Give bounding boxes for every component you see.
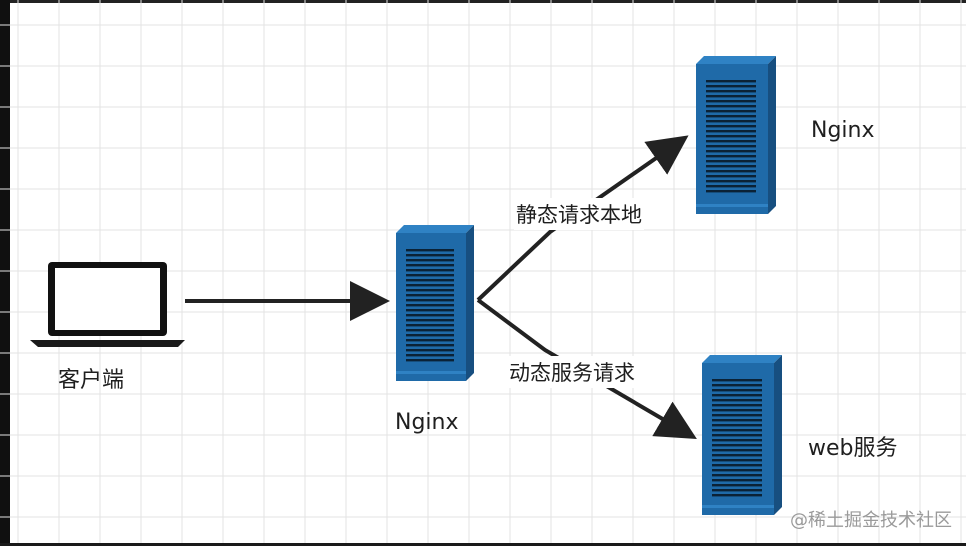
static-request-label: 静态请求本地 bbox=[514, 198, 644, 230]
server-vent bbox=[406, 339, 454, 342]
server-vent bbox=[406, 274, 454, 277]
server-vent bbox=[706, 140, 756, 143]
server-vent bbox=[712, 479, 762, 482]
server-vent bbox=[706, 175, 756, 178]
server-vent bbox=[706, 85, 756, 88]
bottom-server-label: web服务 bbox=[808, 436, 898, 461]
server-icon bbox=[396, 225, 474, 381]
server-vent bbox=[712, 384, 762, 387]
server-vent bbox=[712, 379, 762, 382]
server-vent bbox=[712, 464, 762, 467]
server-vent bbox=[406, 264, 454, 267]
server-vent bbox=[706, 160, 756, 163]
server-base bbox=[396, 371, 466, 374]
server-side-face bbox=[466, 225, 474, 381]
server-vent bbox=[406, 259, 454, 262]
server-icon bbox=[702, 355, 782, 515]
server-vent bbox=[406, 329, 454, 332]
server-vent bbox=[712, 399, 762, 402]
server-vent bbox=[712, 409, 762, 412]
server-vent bbox=[706, 80, 756, 83]
server-side-face bbox=[768, 56, 776, 214]
server-vent bbox=[712, 434, 762, 437]
server-vent bbox=[406, 324, 454, 327]
server-vent bbox=[406, 344, 454, 347]
server-vent bbox=[406, 354, 454, 357]
server-vent bbox=[712, 419, 762, 422]
edge-dynamic-request bbox=[476, 298, 697, 440]
server-vent bbox=[406, 304, 454, 307]
server-vent bbox=[406, 349, 454, 352]
server-vent bbox=[706, 130, 756, 133]
server-vent bbox=[712, 489, 762, 492]
server-vent bbox=[712, 389, 762, 392]
server-front-face bbox=[696, 64, 768, 214]
window-bottom-edge bbox=[0, 543, 966, 546]
window-top-edge bbox=[0, 0, 966, 3]
server-vent bbox=[706, 190, 756, 193]
server-vent bbox=[406, 319, 454, 322]
edge-static-request bbox=[476, 135, 689, 302]
server-base bbox=[696, 204, 768, 207]
server-vent bbox=[706, 155, 756, 158]
server-base bbox=[702, 505, 774, 508]
server-vent bbox=[406, 294, 454, 297]
server-vent bbox=[712, 474, 762, 477]
server-vent bbox=[706, 185, 756, 188]
server-icon bbox=[696, 56, 776, 214]
server-top-face bbox=[396, 225, 474, 233]
server-vent bbox=[712, 439, 762, 442]
server-vent bbox=[712, 494, 762, 497]
server-vent bbox=[706, 105, 756, 108]
server-vent bbox=[712, 469, 762, 472]
server-vent bbox=[406, 334, 454, 337]
server-vent bbox=[706, 150, 756, 153]
center-server-label: Nginx bbox=[395, 410, 459, 435]
server-vent bbox=[406, 249, 454, 252]
client-label: 客户端 bbox=[58, 368, 125, 393]
server-vent bbox=[706, 110, 756, 113]
server-vent bbox=[706, 180, 756, 183]
server-vent bbox=[406, 314, 454, 317]
server-vent bbox=[712, 404, 762, 407]
server-vent bbox=[712, 429, 762, 432]
server-vent bbox=[706, 115, 756, 118]
server-vent bbox=[406, 309, 454, 312]
server-vent bbox=[712, 444, 762, 447]
server-vent bbox=[406, 269, 454, 272]
server-vent bbox=[706, 95, 756, 98]
server-vent bbox=[712, 459, 762, 462]
window-left-edge bbox=[0, 0, 10, 546]
server-vent bbox=[406, 299, 454, 302]
server-vent bbox=[706, 120, 756, 123]
server-vent bbox=[712, 484, 762, 487]
dynamic-request-label: 动态服务请求 bbox=[507, 356, 637, 388]
server-vent bbox=[706, 170, 756, 173]
top-server-label: Nginx bbox=[811, 118, 875, 143]
server-vent bbox=[406, 279, 454, 282]
server-vent bbox=[406, 289, 454, 292]
server-vent bbox=[706, 135, 756, 138]
server-top-face bbox=[702, 355, 782, 363]
server-vent bbox=[706, 90, 756, 93]
server-vent bbox=[406, 284, 454, 287]
server-vent bbox=[706, 165, 756, 168]
server-vent bbox=[706, 125, 756, 128]
server-vent bbox=[712, 454, 762, 457]
watermark: @稀土掘金技术社区 bbox=[790, 510, 952, 531]
server-vent bbox=[712, 394, 762, 397]
server-side-face bbox=[774, 355, 782, 515]
server-vent bbox=[706, 145, 756, 148]
server-vent bbox=[706, 100, 756, 103]
server-vent bbox=[406, 254, 454, 257]
server-top-face bbox=[696, 56, 776, 64]
server-vent bbox=[712, 449, 762, 452]
server-vent bbox=[406, 359, 454, 362]
laptop-icon bbox=[30, 262, 185, 347]
server-vent bbox=[712, 424, 762, 427]
server-vent bbox=[712, 414, 762, 417]
